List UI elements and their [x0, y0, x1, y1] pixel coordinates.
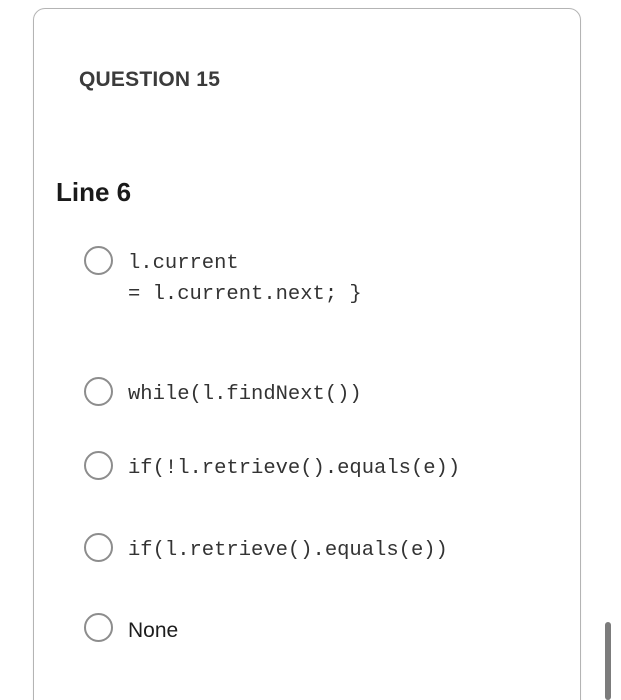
answer-options-list: l.current = l.current.next; } while(l.fi… — [34, 245, 580, 646]
answer-option-label: if(!l.retrieve().equals(e)) — [128, 457, 461, 480]
answer-option-4[interactable]: if(l.retrieve().equals(e)) — [34, 532, 580, 566]
answer-option-label: None — [128, 619, 179, 642]
answer-option-2[interactable]: while(l.findNext()) — [34, 376, 580, 410]
radio-button-icon[interactable] — [84, 613, 113, 642]
answer-option-5[interactable]: None — [34, 612, 580, 646]
radio-button-icon[interactable] — [84, 246, 113, 275]
answer-option-label: l.current = l.current.next; } — [128, 252, 362, 306]
answer-option-label: if(l.retrieve().equals(e)) — [128, 539, 448, 562]
vertical-scrollbar-thumb[interactable] — [605, 622, 611, 700]
answer-option-1[interactable]: l.current = l.current.next; } — [34, 245, 580, 310]
question-stem: Line 6 — [56, 177, 132, 207]
answer-option-label: while(l.findNext()) — [128, 383, 362, 406]
radio-button-icon[interactable] — [84, 451, 113, 480]
question-card: QUESTION 15 Line 6 l.current = l.current… — [33, 8, 581, 700]
radio-button-icon[interactable] — [84, 533, 113, 562]
vertical-scrollbar-track[interactable] — [605, 0, 617, 700]
answer-option-3[interactable]: if(!l.retrieve().equals(e)) — [34, 450, 580, 484]
question-number-label: QUESTION 15 — [79, 68, 221, 91]
radio-button-icon[interactable] — [84, 377, 113, 406]
